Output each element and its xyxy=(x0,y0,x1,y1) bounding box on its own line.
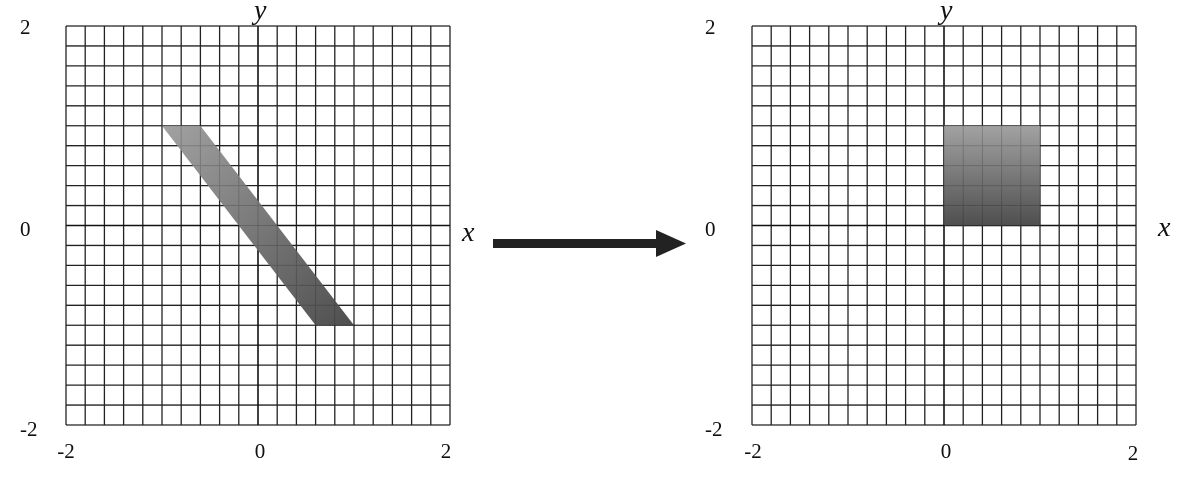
left-y-tick-top: 2 xyxy=(20,15,31,39)
left-y-axis-label: y xyxy=(251,0,267,26)
left-y-tick-bottom: -2 xyxy=(20,417,38,441)
left-y-tick-mid: 0 xyxy=(20,217,31,241)
right-square-shape xyxy=(944,125,1040,226)
left-plot-panel: y x 2 0 -2 -2 0 2 xyxy=(20,0,475,463)
right-y-tick-bottom: -2 xyxy=(705,417,723,441)
right-x-tick-left: -2 xyxy=(744,439,762,463)
right-y-tick-top: 2 xyxy=(705,15,716,39)
right-y-axis-label: y xyxy=(937,0,953,26)
left-parallelogram-shape xyxy=(162,125,354,326)
right-y-tick-mid: 0 xyxy=(705,217,716,241)
left-x-tick-right: 2 xyxy=(441,439,452,463)
right-x-tick-mid: 0 xyxy=(941,439,952,463)
right-x-tick-right: 2 xyxy=(1128,441,1139,465)
right-x-axis-label: x xyxy=(1157,212,1171,243)
right-plot-panel: y x 2 0 -2 -2 0 2 xyxy=(705,0,1171,465)
right-arrow-icon xyxy=(493,230,686,257)
left-grid xyxy=(65,25,451,426)
left-x-tick-mid: 0 xyxy=(255,439,266,463)
left-x-axis-label: x xyxy=(461,217,475,248)
left-x-tick-left: -2 xyxy=(57,439,75,463)
